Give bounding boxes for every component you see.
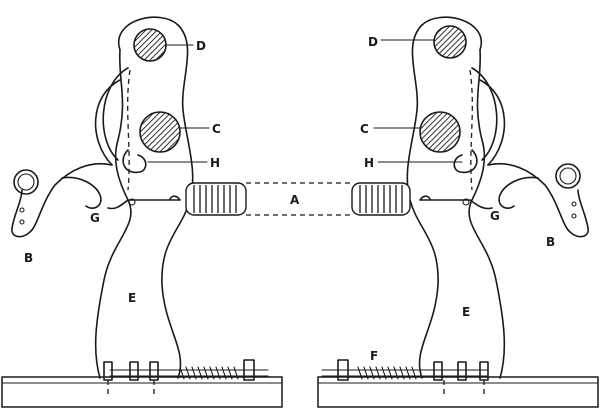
right-frame-outer: [468, 49, 506, 379]
label-D-left: D: [196, 39, 206, 53]
left-lever: [11, 162, 113, 238]
label-C-right: C: [360, 122, 369, 136]
left-hook-eye: [128, 198, 136, 206]
right-hook-eye: [462, 198, 470, 206]
left-lever-arm: [61, 176, 102, 210]
right-knob-inner: [559, 167, 577, 185]
right-base-plank: [317, 376, 599, 408]
label-A: A: [290, 193, 300, 207]
right-pivot-1: [571, 201, 577, 207]
label-B-right: B: [546, 235, 555, 249]
left-arc-arm-inner: [102, 67, 129, 161]
left-knob: [13, 169, 39, 195]
left-pivot-1: [19, 207, 25, 213]
right-lever: [487, 162, 589, 238]
left-dashed-rod: [127, 69, 131, 191]
label-E-left: E: [128, 291, 136, 305]
label-G-left: G: [90, 211, 100, 225]
left-thread: [179, 366, 239, 380]
right-catch-H: [453, 149, 478, 174]
right-frame-outline: [406, 16, 483, 379]
left-shaft-C: [139, 111, 181, 153]
right-assembly: [321, 16, 589, 396]
right-bolt-dashed: [443, 380, 485, 396]
left-hook-G: [107, 195, 181, 210]
left-knob-inner: [17, 173, 35, 191]
label-D-right: D: [368, 35, 378, 49]
left-assembly: [11, 16, 269, 396]
label-C-left: C: [212, 122, 221, 136]
left-pivot-2: [19, 219, 25, 225]
left-nut-2: [129, 361, 139, 381]
left-shaft-D: [133, 28, 167, 62]
right-dashed-rod: [469, 69, 473, 191]
label-H-right: H: [364, 156, 374, 170]
spring-coil-left: [185, 182, 247, 216]
spring-coil-right: [351, 182, 411, 216]
label-F: F: [370, 349, 378, 363]
label-B-left: B: [24, 251, 33, 265]
left-catch-H: [122, 149, 147, 174]
right-pivot-2: [571, 213, 577, 219]
label-G-right: G: [490, 209, 500, 223]
right-arc-arm-inner: [471, 67, 498, 161]
right-nut-3: [457, 361, 467, 381]
right-shaft-C: [419, 111, 461, 153]
spring-A: [185, 182, 411, 216]
right-lever-arm: [498, 176, 539, 210]
right-nut-2: [433, 361, 443, 381]
left-nut-4: [243, 359, 255, 381]
right-nut-1: [337, 359, 349, 381]
right-knob: [555, 163, 581, 189]
right-shaft-D: [433, 25, 467, 59]
left-frame-outline: [117, 16, 194, 379]
left-base-plank: [1, 376, 283, 408]
right-hook-G: [419, 195, 493, 210]
label-E-right: E: [462, 305, 470, 319]
left-bolt-dashed: [107, 380, 155, 396]
right-thread: [357, 366, 417, 380]
label-H-left: H: [210, 156, 220, 170]
